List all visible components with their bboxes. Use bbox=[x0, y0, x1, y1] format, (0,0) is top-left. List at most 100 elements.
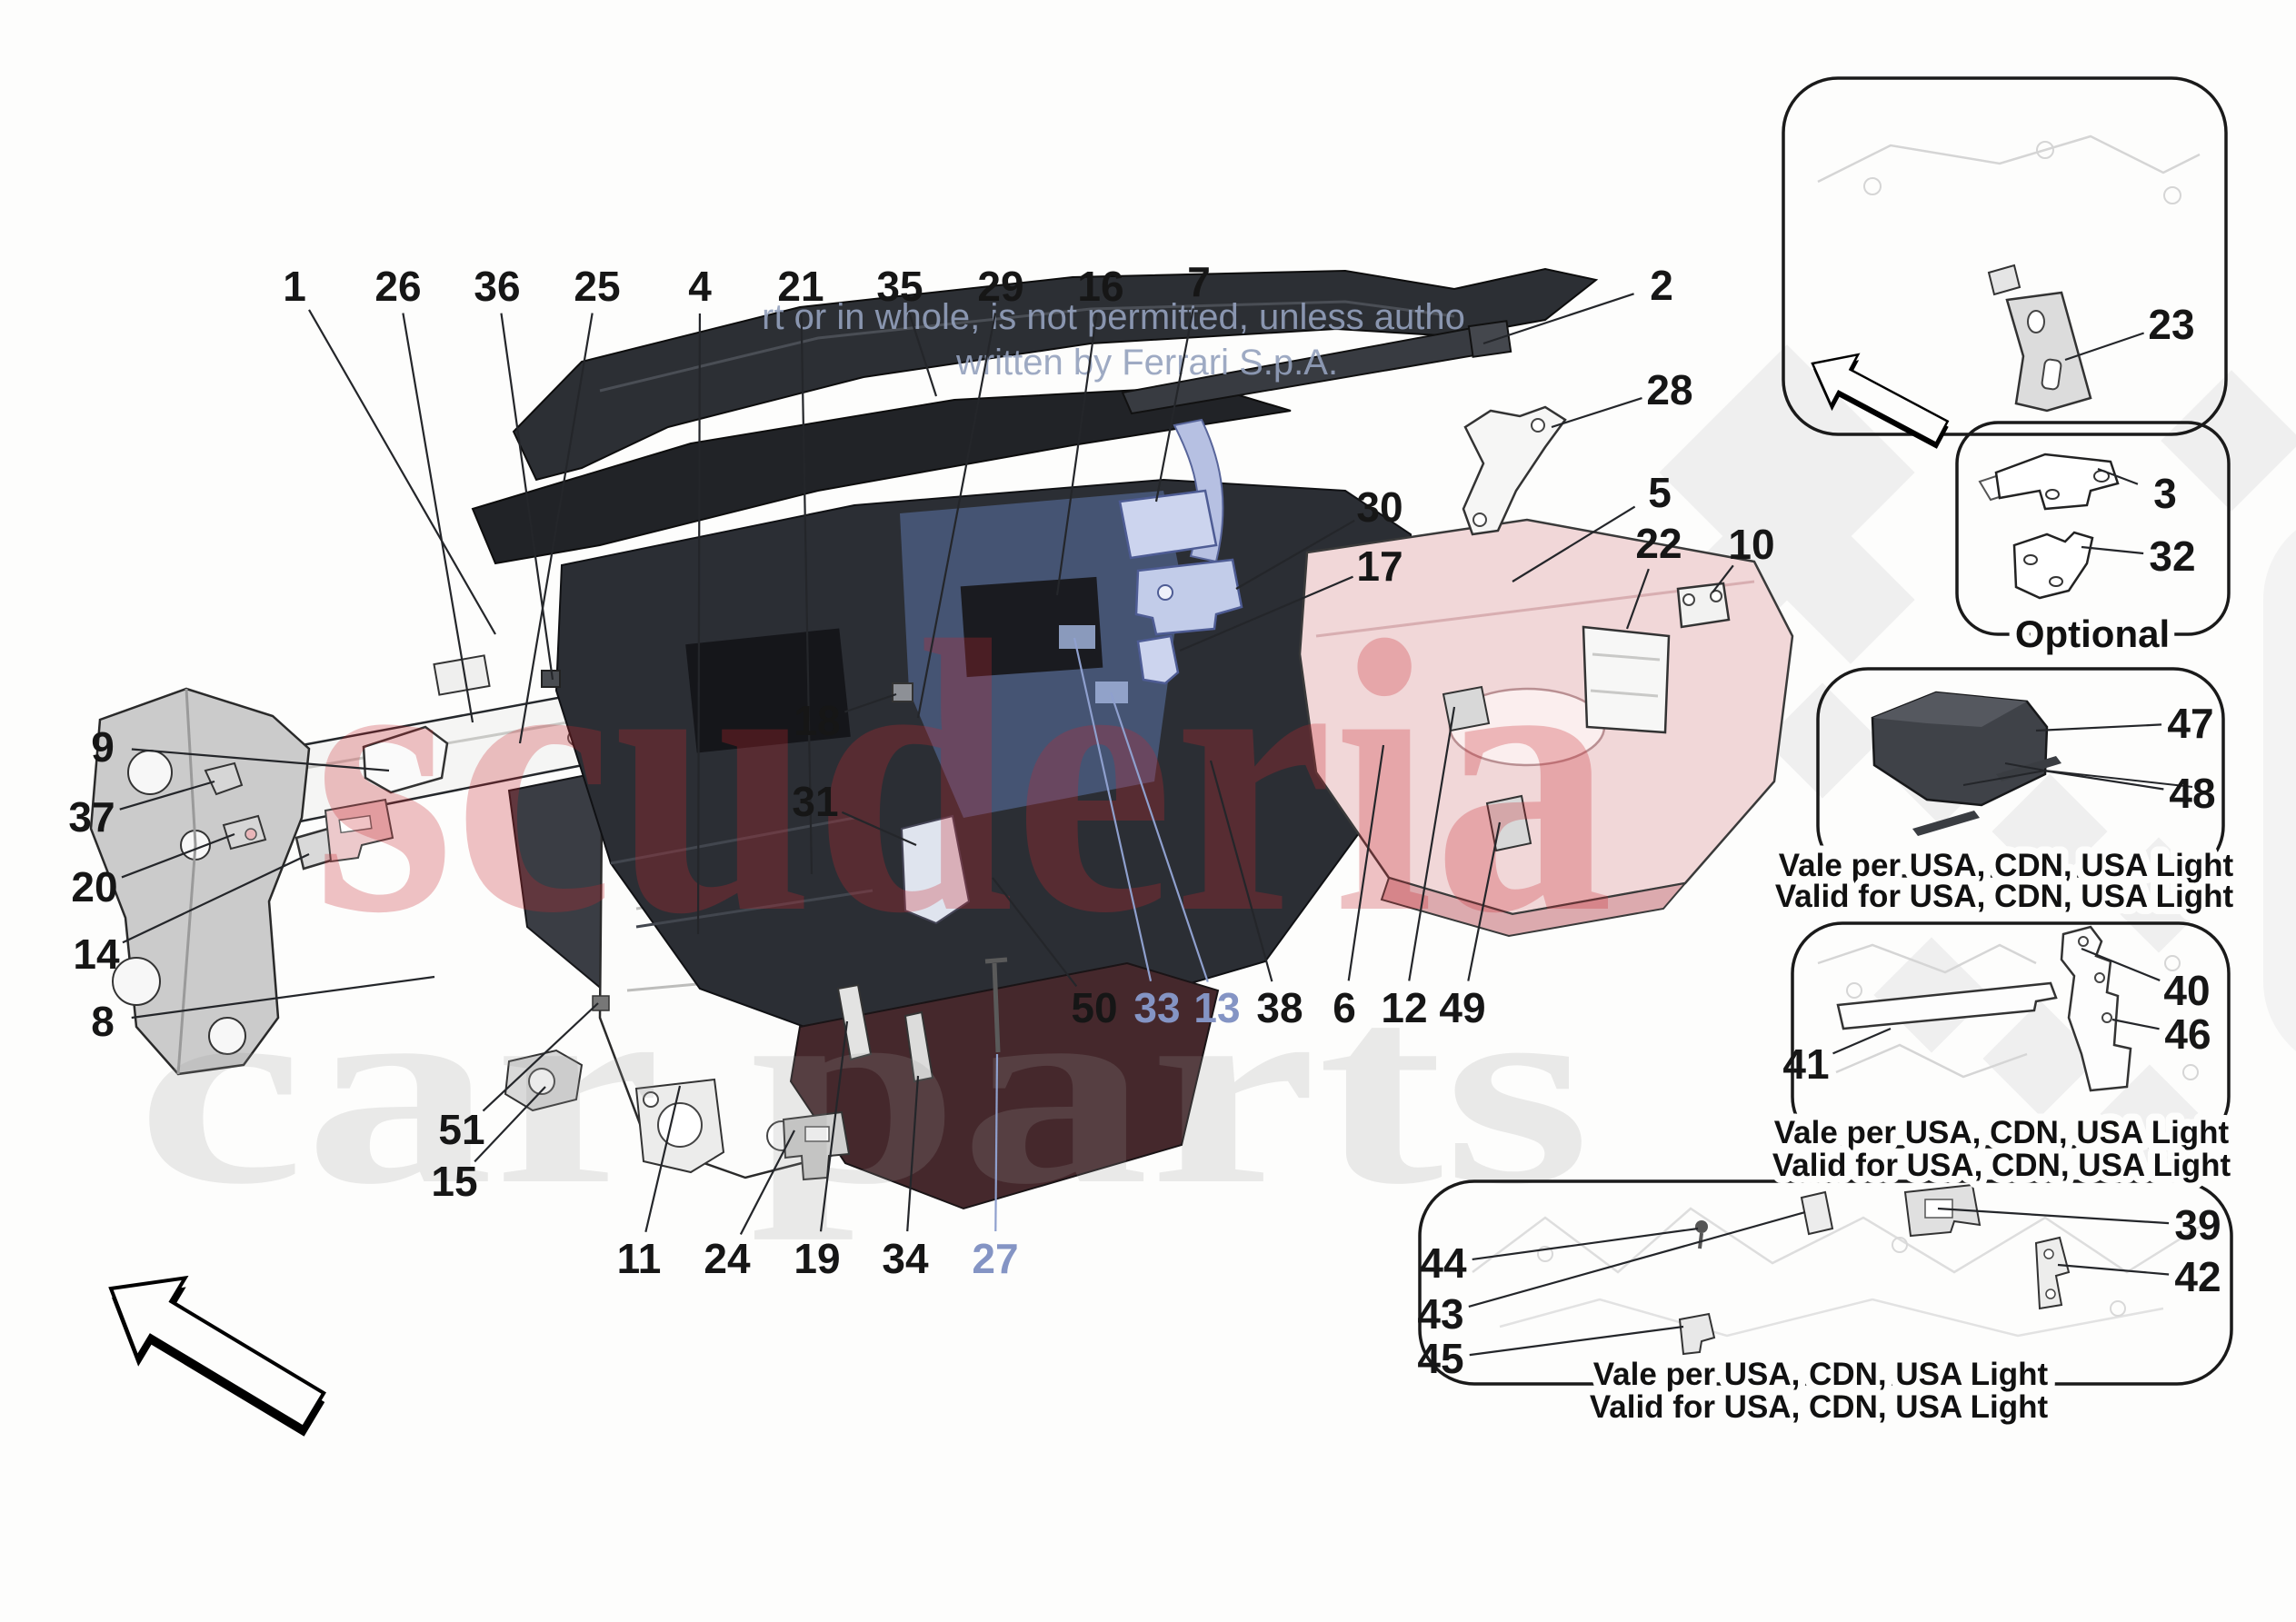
callout-43: 43 bbox=[1417, 1290, 1463, 1338]
strip-34-part bbox=[903, 1010, 934, 1083]
watermark-scuderia: scuderia bbox=[314, 562, 1613, 994]
foam-7-part bbox=[1118, 489, 1218, 560]
leader-4 bbox=[696, 313, 702, 935]
callout-35: 35 bbox=[876, 263, 923, 310]
rod-27-part bbox=[984, 957, 1008, 1053]
screw-44-part bbox=[1695, 1220, 1708, 1249]
detail-23-content bbox=[1817, 134, 2201, 413]
callout-47: 47 bbox=[2167, 700, 2213, 747]
callout-45: 45 bbox=[1417, 1335, 1463, 1382]
callout-22: 22 bbox=[1635, 520, 1682, 567]
leader-18 bbox=[844, 692, 897, 713]
bracket-3-part bbox=[1994, 453, 2120, 511]
callout-46: 46 bbox=[2164, 1010, 2211, 1058]
callout-44: 44 bbox=[1420, 1239, 1467, 1287]
copyright-watermark: rt or in whole, is not permitted, unless… bbox=[762, 297, 1465, 383]
leader-1 bbox=[308, 309, 496, 635]
bracket-23-part bbox=[2005, 291, 2092, 413]
callout-27: 27 bbox=[972, 1235, 1018, 1282]
inset-box-detail-23 bbox=[1782, 76, 2228, 436]
orientation-arrow-main bbox=[108, 1275, 326, 1437]
callout-25: 25 bbox=[574, 263, 620, 310]
callout-42: 42 bbox=[2174, 1253, 2221, 1300]
callout-29: 29 bbox=[977, 263, 1023, 310]
inset-box-usa-47-48 bbox=[1816, 667, 2225, 878]
callout-21: 21 bbox=[777, 263, 824, 310]
leader-16 bbox=[1055, 313, 1098, 596]
optional-content bbox=[1978, 453, 2120, 600]
callout-8: 8 bbox=[91, 998, 115, 1045]
leader-40 bbox=[2081, 947, 2161, 981]
leader-7 bbox=[1154, 308, 1194, 503]
leader-29 bbox=[916, 313, 997, 719]
leader-35 bbox=[907, 312, 938, 397]
clip-17-part bbox=[1136, 634, 1180, 685]
leader-31 bbox=[841, 811, 917, 847]
leader-34 bbox=[906, 1075, 920, 1232]
inset-box-usa-40-46-41 bbox=[1791, 921, 2231, 1149]
callout-40: 40 bbox=[2163, 967, 2210, 1014]
bracket-22-part bbox=[1582, 625, 1671, 734]
leader-32 bbox=[2081, 545, 2144, 555]
bracket-30-part bbox=[1134, 558, 1243, 636]
callout-48: 48 bbox=[2169, 770, 2215, 817]
nut-18-part bbox=[892, 682, 913, 702]
callout-6: 6 bbox=[1333, 984, 1356, 1031]
watermark-car-parts: car parts bbox=[136, 939, 1591, 1241]
bracket-9-part bbox=[362, 725, 449, 794]
leader-39 bbox=[1937, 1207, 2170, 1225]
leader-25 bbox=[518, 313, 594, 744]
blue-parts bbox=[984, 418, 1243, 1053]
leader-20 bbox=[121, 832, 235, 879]
leader-51 bbox=[482, 1002, 599, 1112]
bracket-10-part bbox=[1676, 582, 1731, 629]
console-pink-part bbox=[1298, 518, 1794, 938]
leader-11 bbox=[644, 1085, 682, 1233]
leader-28 bbox=[1551, 396, 1642, 429]
leader-8 bbox=[131, 975, 435, 1020]
caption-usa-bottom-1: Valid for USA, CDN, USA Light bbox=[1590, 1389, 2049, 1425]
plate-37-part bbox=[204, 761, 244, 796]
leader-5 bbox=[1512, 505, 1636, 582]
callout-19: 19 bbox=[794, 1235, 840, 1282]
leader-42 bbox=[2057, 1263, 2170, 1276]
inset-boxes bbox=[1418, 76, 2233, 1386]
caption-usa-47-48-1: Valid for USA, CDN, USA Light bbox=[1775, 879, 2234, 914]
leader-27 bbox=[994, 1053, 999, 1232]
leader-46 bbox=[2111, 1018, 2160, 1030]
bracket-43-part bbox=[1800, 1190, 1834, 1236]
clip-23-part bbox=[1987, 264, 2021, 296]
callout-13: 13 bbox=[1193, 984, 1240, 1031]
callout-11: 11 bbox=[617, 1235, 662, 1282]
leader-44 bbox=[1472, 1227, 1699, 1261]
leader-12 bbox=[1408, 706, 1456, 981]
clip-51-part bbox=[592, 995, 610, 1011]
leader-17 bbox=[1179, 575, 1353, 652]
leader-3 bbox=[2097, 467, 2139, 485]
caption-usa-40-46-41-0: Vale per USA, CDN, USA Light bbox=[1774, 1115, 2230, 1150]
callout-34: 34 bbox=[882, 1235, 929, 1282]
bracket-32-part bbox=[2012, 531, 2094, 600]
usa-40-46-41-content bbox=[1817, 925, 2199, 1092]
caption-optional-3-32-0: Optional bbox=[2015, 612, 2170, 655]
callout-18: 18 bbox=[794, 697, 840, 744]
leader-38 bbox=[1209, 760, 1273, 982]
leader-43 bbox=[1468, 1210, 1806, 1308]
bracket-40-46-part bbox=[2060, 925, 2132, 1092]
leader-lines bbox=[119, 293, 2170, 1357]
leader-41 bbox=[1832, 1027, 1892, 1055]
callout-5: 5 bbox=[1648, 469, 1672, 516]
callout-50: 50 bbox=[1071, 984, 1117, 1031]
leader-45 bbox=[1469, 1325, 1684, 1357]
callout-4: 4 bbox=[688, 263, 712, 310]
leader-33 bbox=[1073, 637, 1153, 981]
shield-31-part bbox=[900, 814, 971, 925]
copyright-line1: rt or in whole, is not permitted, unless… bbox=[762, 297, 1465, 337]
callout-15: 15 bbox=[431, 1158, 477, 1205]
small-bracket-12-part bbox=[1442, 685, 1491, 732]
panel-33-part bbox=[1059, 625, 1095, 649]
callout-1: 1 bbox=[283, 263, 306, 310]
leader-13 bbox=[1109, 692, 1209, 982]
caption-usa-bottom-0: Vale per USA, CDN, USA Light bbox=[1593, 1357, 2049, 1392]
